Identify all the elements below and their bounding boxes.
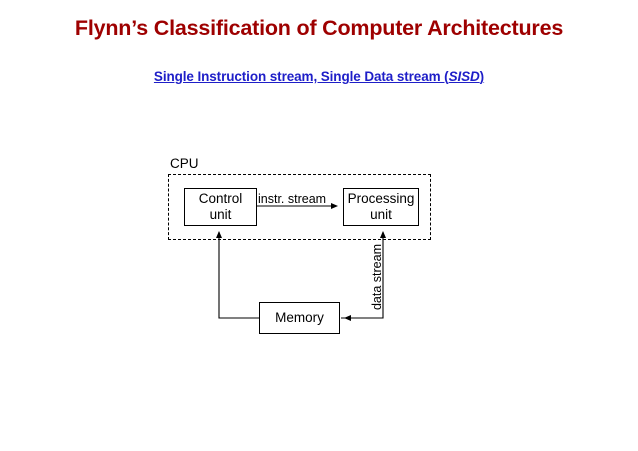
- page-title: Flynn’s Classification of Computer Archi…: [74, 16, 564, 40]
- control-unit-label-line1: Control: [198, 191, 243, 207]
- memory-block: Memory: [259, 302, 340, 334]
- edge-memory-to-control-unit: [216, 231, 259, 319]
- control-unit-label-line2: unit: [209, 207, 232, 222]
- memory-label: Memory: [275, 310, 324, 326]
- subtitle-prefix: Single Instruction stream, Single Data s…: [153, 69, 449, 84]
- edge-memory-to-processing-unit: [341, 231, 386, 319]
- processing-unit-block: Processing unit: [343, 188, 419, 226]
- slide-subtitle: Single Instruction stream, Single Data s…: [0, 69, 638, 84]
- subtitle-acronym: SISD: [448, 69, 480, 84]
- subtitle-suffix: ): [479, 69, 485, 84]
- cpu-label: CPU: [170, 156, 199, 171]
- cpu-boundary-box: [168, 174, 431, 240]
- processing-unit-label-line1: Processing: [347, 191, 415, 207]
- control-unit-block: Control unit: [184, 188, 257, 226]
- instruction-stream-label: instr. stream: [258, 192, 327, 206]
- processing-unit-label-line2: unit: [370, 207, 392, 222]
